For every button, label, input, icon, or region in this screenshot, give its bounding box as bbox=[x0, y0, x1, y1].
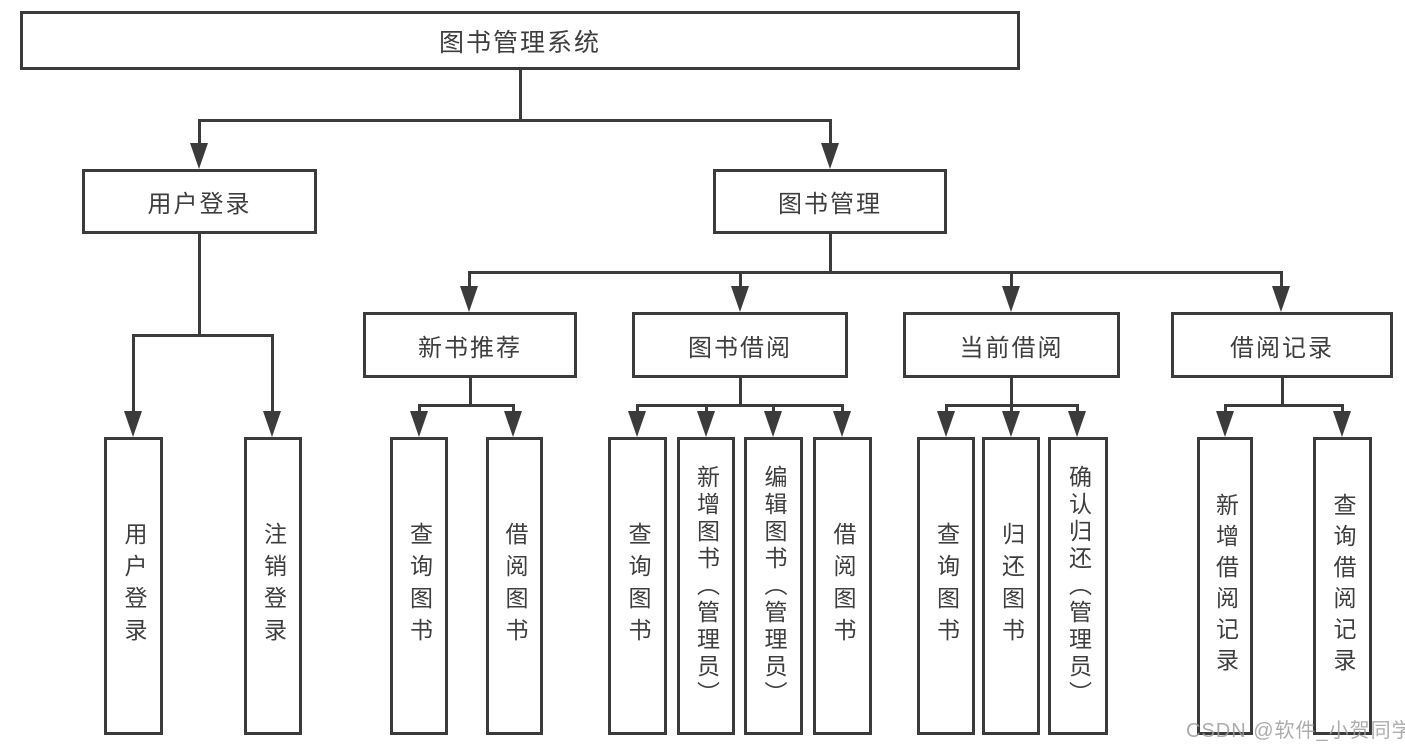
leaf-borrow-books-recommend: 借阅图书 bbox=[486, 437, 543, 735]
leaf-label: 借阅图书 bbox=[830, 522, 856, 650]
arrowhead-down-icon bbox=[821, 143, 839, 169]
arrowhead-down-icon bbox=[628, 411, 646, 437]
connector-line bbox=[772, 404, 775, 413]
node-label: 当前借阅 bbox=[959, 334, 1064, 362]
leaf-label: 用户登录 bbox=[121, 522, 147, 650]
leaf-query-books-borrowing: 查询图书 bbox=[608, 437, 667, 735]
connector-line bbox=[468, 271, 1283, 274]
connector-line bbox=[1224, 404, 1227, 413]
arrowhead-down-icon bbox=[1002, 411, 1020, 437]
arrowhead-down-icon bbox=[1272, 286, 1290, 312]
arrowhead-down-icon bbox=[764, 411, 782, 437]
arrowhead-down-icon bbox=[1068, 411, 1086, 437]
node-current-borrowing: 当前借阅 bbox=[903, 312, 1120, 378]
arrowhead-down-icon bbox=[124, 411, 142, 437]
leaf-add-borrow-record: 新增借阅记录 bbox=[1197, 437, 1253, 735]
connector-line bbox=[512, 404, 515, 413]
leaf-label: 归还图书 bbox=[998, 522, 1025, 650]
connector-line bbox=[198, 119, 201, 143]
node-user-login: 用户登录 bbox=[82, 169, 317, 234]
leaf-return-book: 归还图书 bbox=[982, 437, 1040, 735]
connector-line bbox=[468, 271, 471, 286]
connector-line bbox=[469, 378, 472, 406]
arrowhead-down-icon bbox=[1333, 411, 1351, 437]
leaf-query-books-recommend: 查询图书 bbox=[390, 437, 448, 735]
node-label: 用户登录 bbox=[147, 191, 252, 218]
connector-line bbox=[739, 378, 742, 406]
arrowhead-down-icon bbox=[1002, 286, 1020, 312]
leaf-label: 新增借阅记录 bbox=[1212, 493, 1239, 679]
node-label: 图书管理系统 bbox=[438, 28, 601, 57]
connector-line bbox=[519, 70, 522, 121]
node-book-borrowing: 图书借阅 bbox=[632, 312, 848, 378]
connector-line bbox=[829, 119, 832, 143]
connector-line bbox=[636, 404, 639, 413]
arrowhead-down-icon bbox=[1216, 411, 1234, 437]
connector-line bbox=[945, 404, 948, 413]
arrowhead-down-icon bbox=[460, 286, 478, 312]
watermark: CSDN @软件_小贺同学 bbox=[1186, 720, 1405, 742]
connector-line bbox=[1010, 404, 1013, 413]
leaf-add-book-admin: 新增图书（管理员） bbox=[677, 437, 735, 735]
node-library-management-system: 图书管理系统 bbox=[20, 11, 1020, 70]
node-new-book-recommendation: 新书推荐 bbox=[363, 312, 577, 378]
connector-line bbox=[198, 119, 832, 122]
connector-line bbox=[1224, 404, 1344, 407]
connector-line bbox=[1341, 404, 1344, 413]
connector-line bbox=[418, 404, 515, 407]
node-book-management: 图书管理 bbox=[713, 169, 947, 234]
leaf-borrow-books-borrowing: 借阅图书 bbox=[813, 437, 872, 735]
arrowhead-down-icon bbox=[833, 411, 851, 437]
connector-line bbox=[841, 404, 844, 413]
connector-line bbox=[271, 334, 274, 411]
leaf-logout: 注销登录 bbox=[244, 437, 302, 735]
node-borrowing-records: 借阅记录 bbox=[1171, 312, 1393, 378]
leaf-label: 借阅图书 bbox=[502, 522, 528, 650]
arrowhead-down-icon bbox=[504, 411, 522, 437]
connector-line bbox=[636, 404, 844, 407]
leaf-label: 查询借阅记录 bbox=[1330, 493, 1356, 679]
leaf-label: 确认归还（管理员） bbox=[1065, 464, 1092, 708]
leaf-label: 查询图书 bbox=[933, 522, 960, 650]
leaf-edit-book-admin: 编辑图书（管理员） bbox=[744, 437, 803, 735]
connector-line bbox=[198, 234, 201, 336]
connector-line bbox=[1076, 404, 1079, 413]
leaf-label: 查询图书 bbox=[625, 522, 651, 650]
node-label: 新书推荐 bbox=[418, 334, 522, 362]
connector-line bbox=[1280, 271, 1283, 286]
node-label: 图书管理 bbox=[778, 191, 882, 218]
connector-line bbox=[1010, 271, 1013, 286]
connector-line bbox=[418, 404, 421, 413]
connector-line bbox=[1010, 378, 1013, 406]
arrowhead-down-icon bbox=[731, 286, 749, 312]
arrowhead-down-icon bbox=[937, 411, 955, 437]
leaf-query-borrow-record: 查询借阅记录 bbox=[1313, 437, 1372, 735]
leaf-label: 新增图书（管理员） bbox=[693, 464, 720, 708]
connector-line bbox=[705, 404, 708, 413]
leaf-confirm-return-admin: 确认归还（管理员） bbox=[1048, 437, 1108, 735]
connector-line bbox=[829, 234, 832, 273]
leaf-label: 注销登录 bbox=[260, 522, 287, 650]
leaf-user-login: 用户登录 bbox=[104, 437, 163, 735]
arrowhead-down-icon bbox=[263, 411, 281, 437]
connector-line bbox=[739, 271, 742, 286]
arrowhead-down-icon bbox=[697, 411, 715, 437]
connector-line bbox=[1281, 378, 1284, 406]
node-label: 借阅记录 bbox=[1230, 334, 1334, 362]
leaf-label: 编辑图书（管理员） bbox=[761, 464, 787, 708]
connector-line bbox=[133, 334, 274, 337]
connector-line bbox=[132, 334, 135, 411]
leaf-label: 查询图书 bbox=[406, 522, 433, 650]
leaf-query-books-current: 查询图书 bbox=[917, 437, 975, 735]
node-label: 图书借阅 bbox=[688, 334, 792, 362]
arrowhead-down-icon bbox=[190, 143, 208, 169]
arrowhead-down-icon bbox=[410, 411, 428, 437]
